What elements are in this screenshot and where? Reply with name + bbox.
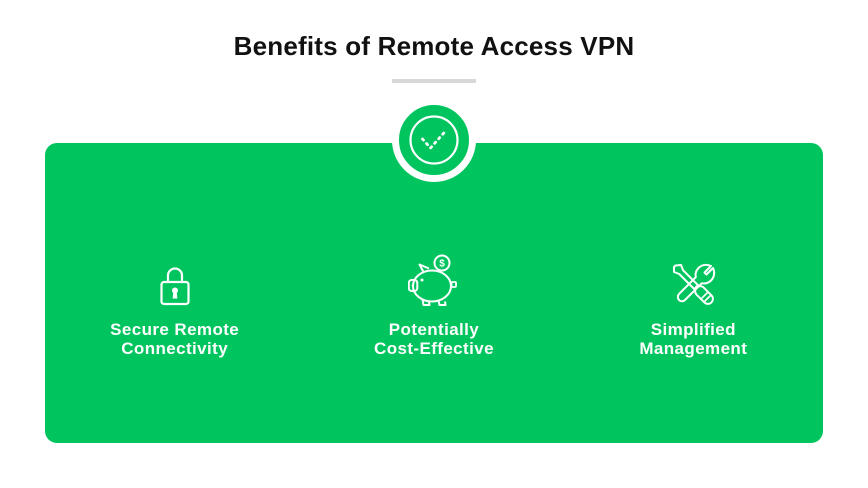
benefit-label: Simplified Management: [639, 320, 748, 358]
check-icon: [409, 115, 459, 165]
check-badge: [392, 98, 476, 182]
benefit-icon-box: $: [408, 253, 460, 307]
lock-icon: [158, 265, 192, 307]
title-underline: [392, 79, 476, 83]
benefit-label: Potentially Cost-Effective: [374, 320, 494, 358]
piggy-bank-icon: $: [408, 253, 460, 307]
benefit-icon-box: [670, 253, 716, 307]
benefit-item-simplified-management: Simplified Management: [639, 253, 747, 358]
benefits-panel: Secure Remote Connectivity $ Potentially…: [45, 143, 823, 443]
benefit-label: Secure Remote Connectivity: [110, 320, 240, 358]
benefit-item-cost-effective: $ Potentially Cost-Effective: [374, 253, 494, 358]
benefit-item-secure-remote: Secure Remote Connectivity: [110, 253, 239, 358]
coin-dollar-glyph: $: [439, 259, 445, 270]
page-title: Benefits of Remote Access VPN: [233, 31, 635, 61]
benefit-icon-box: [158, 253, 192, 307]
tools-icon: [670, 261, 716, 307]
